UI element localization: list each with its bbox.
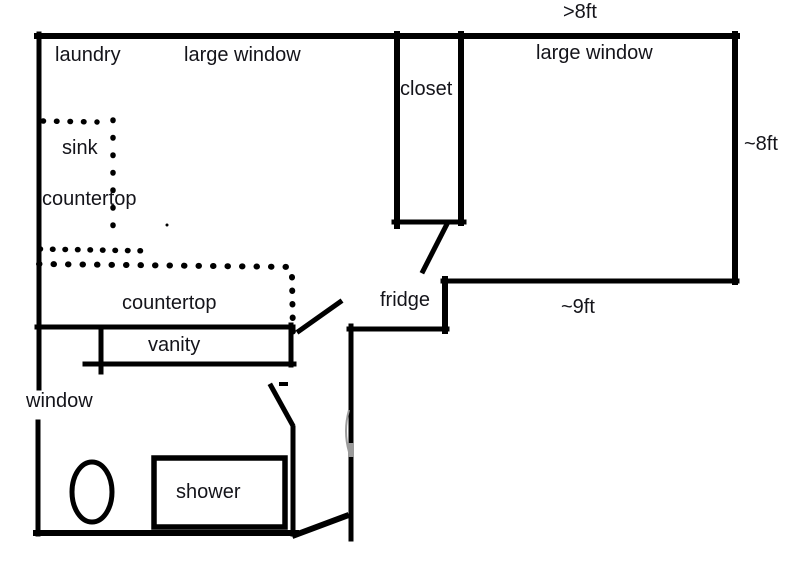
label-laundry: laundry xyxy=(55,44,121,66)
counter-dotted-row2 xyxy=(36,261,300,270)
closet-door-swing xyxy=(419,220,451,275)
dotted-counters-group xyxy=(36,117,300,340)
stray-dot xyxy=(165,223,169,227)
label-shower: shower xyxy=(176,481,241,503)
toilet-ellipse xyxy=(69,459,115,525)
label-vanity: vanity xyxy=(148,334,201,356)
counter-dotted-row1 xyxy=(37,246,155,254)
sink-counter-dotted-h xyxy=(40,118,100,125)
label-large-window-left: large window xyxy=(184,44,301,66)
counter-dotted-col xyxy=(289,274,296,340)
walls-group xyxy=(33,31,740,542)
label-countertop-lower: countertop xyxy=(122,292,217,314)
label-closet: closet xyxy=(400,78,453,100)
label-large-window-right: large window xyxy=(536,42,653,64)
label-window: window xyxy=(26,390,93,412)
label-countertop-upper: countertop xyxy=(42,188,137,210)
label-sink: sink xyxy=(62,137,98,159)
label-fridge: fridge xyxy=(380,289,431,311)
kitchen-door-swing xyxy=(295,298,344,335)
dimension-bottom: ~9ft xyxy=(561,296,595,318)
shower-box xyxy=(151,455,288,530)
dimension-right: ~8ft xyxy=(744,133,778,155)
smudge-group xyxy=(345,409,354,457)
bathroom-door-swing xyxy=(267,382,296,428)
dimension-top: >8ft xyxy=(563,1,597,23)
bathroom-bottom-diagonal xyxy=(291,512,350,539)
smudge-curve xyxy=(345,409,350,453)
